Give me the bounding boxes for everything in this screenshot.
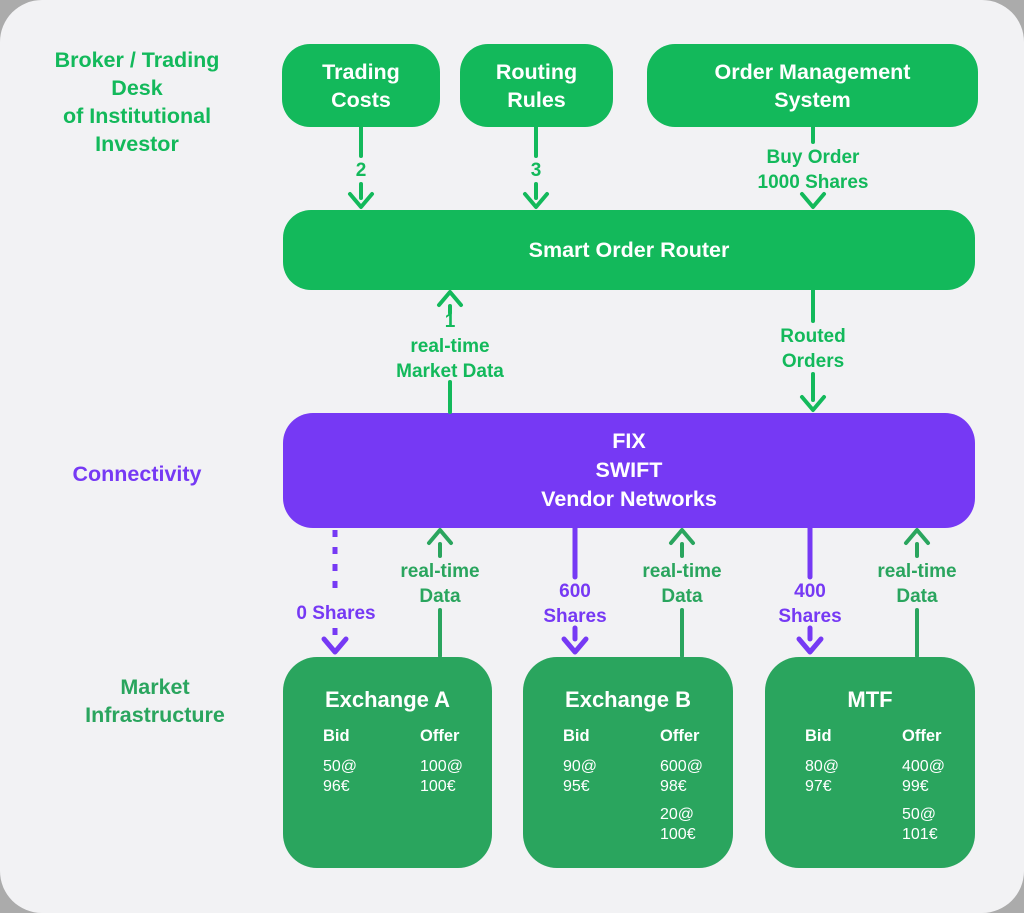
arrow-oms-to-sor-buy-order (800, 125, 826, 209)
arrow-label-600-shares: 600 Shares (543, 581, 607, 627)
arrow-trading-costs-to-sor (348, 125, 374, 209)
arrow-connectivity-to-sor-market-data (437, 290, 463, 414)
smart-order-router-box: Smart Order Router (283, 210, 975, 290)
arrow-connectivity-to-exchange-a-0-shares (321, 530, 349, 655)
arrow-label-realtime-data-mtf: real-time Data (877, 561, 957, 607)
mtf-box: MTF Bid Offer 80@ 97€ 400@ 99€ 50@ 101€ (765, 657, 975, 868)
broker-section-label: Broker / Trading Desk of Institutional I… (54, 48, 220, 156)
mtf-title: MTF (847, 687, 893, 712)
arrow-label-buy-order: Buy Order 1000 Shares (757, 147, 869, 193)
mtf-offer-1: 50@ 101€ (902, 806, 938, 843)
mtf-bid-header: Bid (805, 727, 832, 745)
arrow-sor-to-connectivity-routed-orders (800, 288, 826, 412)
arrow-label-realtime-data-b: real-time Data (642, 561, 722, 607)
arrow-mtf-to-connectivity-data (904, 528, 930, 658)
mtf-offer-header: Offer (902, 727, 942, 745)
market-infrastructure-section-label: Market Infrastructure (85, 675, 225, 727)
arrow-label-realtime-data-a: real-time Data (400, 561, 480, 607)
arrow-exchange-a-to-connectivity-data (427, 528, 453, 658)
exchange-b-title: Exchange B (565, 687, 691, 712)
arrow-label-step-2: 2 (355, 160, 367, 181)
mtf-bid-0: 80@ 97€ (805, 758, 840, 795)
exchange-a-box: Exchange A Bid Offer 50@ 96€ 100@ 100€ (283, 657, 492, 868)
arrow-connectivity-to-mtf-400-shares (796, 525, 824, 655)
arrow-label-routed-orders: Routed Orders (780, 326, 846, 372)
exchange-a-offer-header: Offer (420, 727, 460, 745)
mtf-offer-0: 400@ 99€ (902, 758, 945, 795)
arrow-connectivity-to-exchange-b-600-shares (561, 525, 589, 655)
exchange-b-box: Exchange B Bid Offer 90@ 95€ 600@ 98€ 20… (523, 657, 733, 868)
arrow-label-step-3: 3 (530, 160, 542, 181)
arrow-label-0-shares: 0 Shares (296, 603, 376, 624)
exchange-b-bid-header: Bid (563, 727, 590, 745)
exchange-b-bid-0: 90@ 95€ (563, 758, 598, 795)
arrow-label-market-data: 1 real-time Market Data (396, 311, 504, 382)
exchange-a-title: Exchange A (324, 687, 451, 712)
trading-costs-box: Trading Costs (282, 44, 440, 127)
arrow-label-400-shares: 400 Shares (778, 581, 842, 627)
exchange-a-offer-0: 100@ 100€ (420, 758, 463, 795)
exchange-b-offer-0: 600@ 98€ (660, 758, 703, 795)
connectivity-section-label: Connectivity (72, 462, 202, 486)
arrow-exchange-b-to-connectivity-data (669, 528, 695, 658)
exchange-a-bid-header: Bid (323, 727, 350, 745)
arrow-routing-rules-to-sor (523, 125, 549, 209)
routing-rules-box: Routing Rules (460, 44, 613, 127)
exchange-b-offer-1: 20@ 100€ (660, 806, 696, 843)
order-management-system-box: Order Management System (647, 44, 978, 127)
connectivity-networks-box: FIX SWIFT Vendor Networks (283, 413, 975, 528)
exchange-a-bid-0: 50@ 96€ (323, 758, 358, 795)
exchange-b-offer-header: Offer (660, 727, 700, 745)
